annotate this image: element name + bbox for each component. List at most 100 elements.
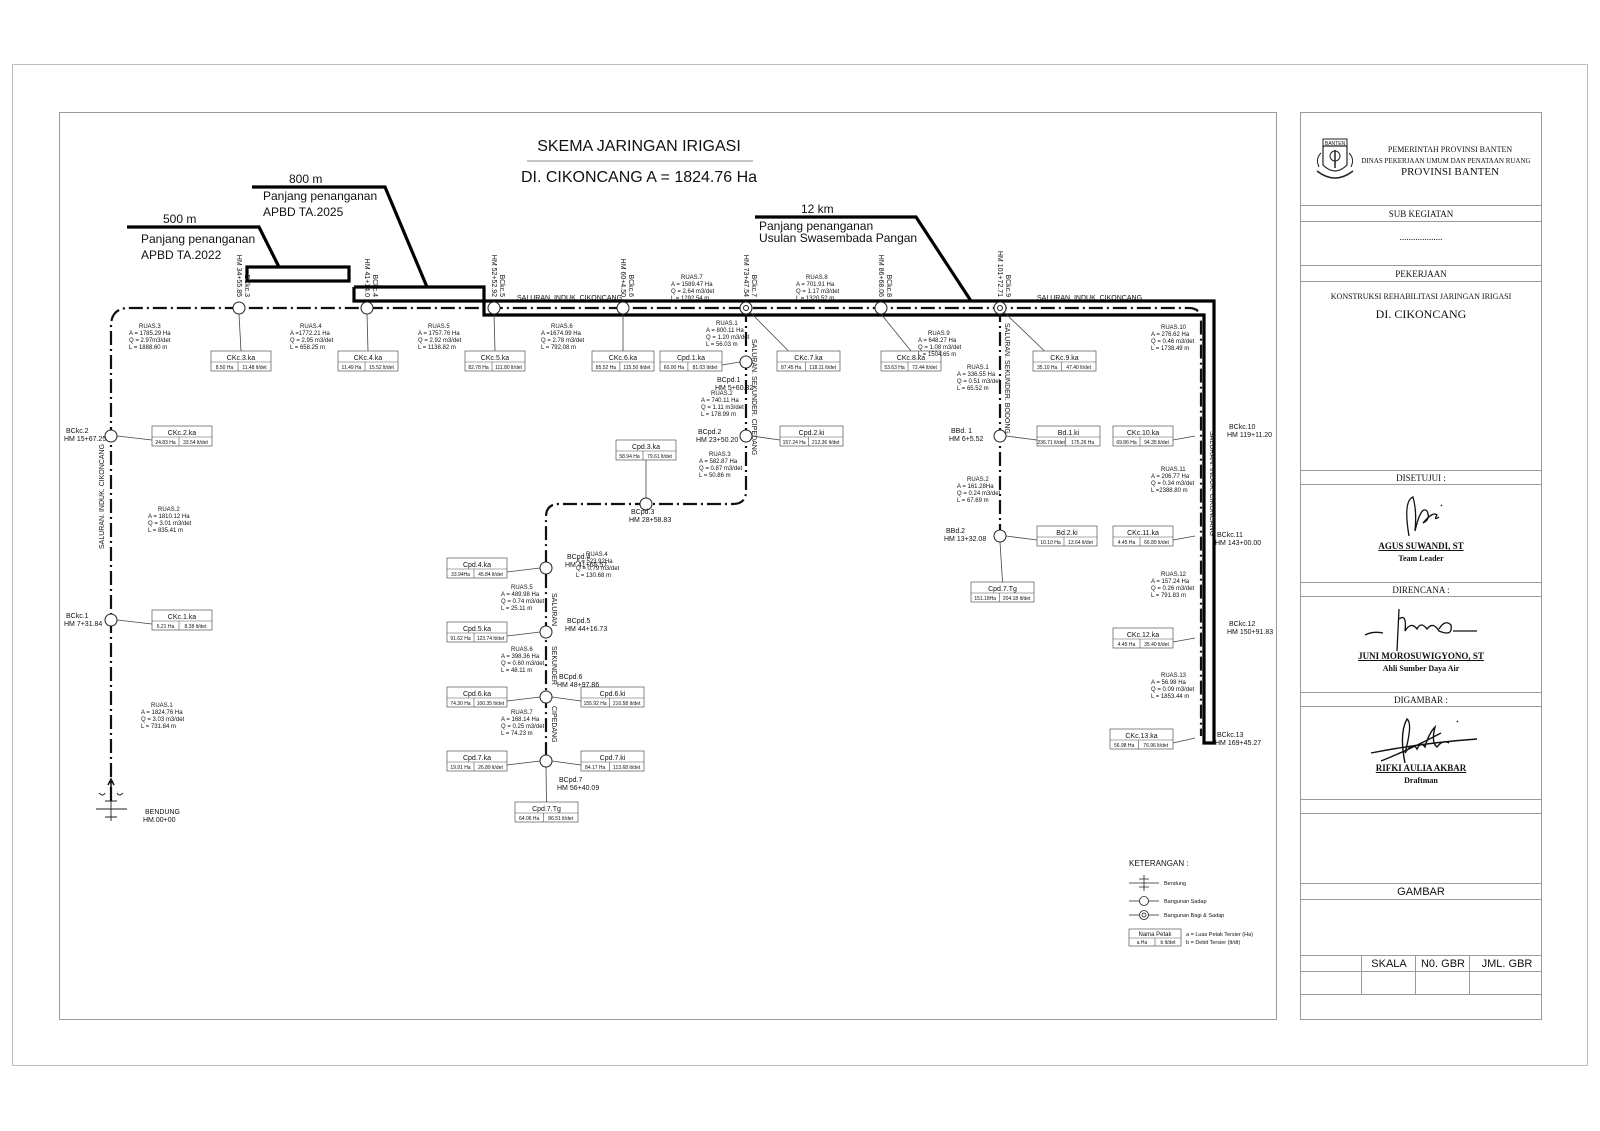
- petak-discharge: 81.03 lt/det: [693, 365, 718, 371]
- connector-line: [1005, 535, 1038, 541]
- callout-length: 12 km: [801, 202, 834, 216]
- petak-discharge: 115.50 lt/det: [623, 365, 651, 371]
- callout-line1: Panjang penanganan: [141, 232, 255, 246]
- ruas-discharge: Q = 0.60 m3/det: [501, 661, 545, 667]
- structure-hm: HM 169+45.27: [1215, 740, 1261, 747]
- ruas-area: A = 582.87 Ha: [699, 459, 738, 465]
- petak-discharge: 86.51 lt/det: [548, 816, 573, 822]
- pekerjaan-section: KONSTRUKSI REHABILITASI JARINGAN IRIGASI…: [1301, 281, 1541, 452]
- callout-line1: Panjang penanganan: [759, 219, 873, 233]
- ruas-name: RUAS.8: [806, 275, 828, 281]
- diagram-title: SKEMA JARINGAN IRIGASI: [537, 138, 741, 155]
- structure-hm: HM 119+11.20: [1227, 432, 1272, 439]
- petak-area: 155.92 Ha: [584, 701, 607, 707]
- sadap-node: [539, 754, 553, 768]
- ruas-length: L = 792.08 m: [541, 345, 576, 351]
- bagi-sadap-node: [739, 301, 753, 315]
- svg-text:BANTEN: BANTEN: [1325, 141, 1346, 147]
- connector-line: [506, 567, 541, 573]
- ruas-discharge: Q = 0.26 m3/det: [1151, 586, 1195, 592]
- petak-area: 8.50 Ha: [216, 365, 234, 371]
- signature-digambar-icon: [1370, 717, 1478, 763]
- structure-hm: HM 56+40.09: [557, 785, 599, 792]
- petak-area: 53.63 Ha: [884, 365, 905, 371]
- connector-line: [751, 435, 781, 441]
- legend-petak-b: b lt/det: [1160, 940, 1176, 946]
- gambar-section: [1301, 899, 1541, 956]
- petak-box-frame: [337, 350, 399, 372]
- petak-name: CKc.10.ka: [1127, 430, 1159, 437]
- structure-hm: HM 41+14.0: [363, 259, 370, 297]
- petak-name: CKc.8.ka: [897, 355, 926, 362]
- legend-bendung-icon: [1129, 875, 1159, 891]
- connector-line: [238, 313, 242, 352]
- ruas-name: RUAS.3: [139, 324, 161, 330]
- structure-hm: HM 7+31.84: [64, 621, 102, 628]
- petak-discharge: 212.36 lt/det: [812, 440, 840, 446]
- ruas-area: A = 1824.76 Ha: [141, 710, 183, 716]
- structure-hm: HM 48+97.86: [557, 682, 599, 689]
- petak-box-frame: [880, 350, 942, 372]
- structure-hm: HM 41+65.57: [565, 562, 607, 569]
- petak-box-frame: [464, 350, 526, 372]
- disetujui-label: DISETUJUI :: [1301, 470, 1541, 485]
- structure-name: BCpd.6: [559, 674, 582, 681]
- drawing-frame: SKEMA JARINGAN IRIGASI DI. CIKONCANG A =…: [59, 112, 1277, 1020]
- ruas-area: A = 157.24 Ha: [1151, 579, 1190, 585]
- sadap-node: [487, 301, 501, 315]
- callout-line2: APBD TA.2022: [141, 248, 222, 262]
- ruas-name: RUAS.2: [158, 507, 180, 513]
- gov-line-3: PROVINSI BANTEN: [1400, 166, 1500, 178]
- petak-discharge: 100.35 lt/det: [477, 701, 505, 707]
- petak-discharge: 45.84 lt/det: [478, 572, 503, 578]
- channel-label-cipedang-lower: SALURAN: [550, 593, 557, 626]
- connector-line: [366, 313, 369, 352]
- connector-line: [551, 696, 582, 702]
- petak-area: 85.52 Ha: [596, 365, 617, 371]
- ruas-discharge: Q = 2.78 m3/det: [541, 338, 585, 344]
- legend-item-label: Bangunan Sadap: [1164, 899, 1207, 905]
- callout-12km-leader: [755, 215, 973, 302]
- petak-name: Cpd.5.ka: [463, 626, 491, 633]
- structure-name: BENDUNG: [145, 809, 180, 816]
- petak-name: Cpd.3.ka: [632, 444, 660, 451]
- ruas-length: L = 178.99 m: [701, 412, 736, 418]
- ruas-name: RUAS.6: [511, 647, 533, 653]
- petak-box-frame: [1032, 350, 1097, 372]
- connector-line: [1172, 535, 1196, 541]
- structure-hm: HM 13+32.08: [944, 536, 986, 543]
- petak-box-frame: [446, 621, 508, 643]
- sadap-node: [539, 561, 553, 575]
- connector-line: [1005, 435, 1038, 441]
- petak-name: Bd.1.ki: [1058, 430, 1080, 437]
- petak-area: 87.45 Ha: [781, 365, 802, 371]
- disetujui-name: AGUS SUWANDI, ST: [1378, 541, 1464, 551]
- direncana-label: DIRENCANA :: [1301, 582, 1541, 597]
- structure-hm: HM 60+4.50: [619, 259, 626, 297]
- petak-box-frame: [776, 350, 841, 372]
- petak-name: CKc.1.ka: [168, 614, 197, 621]
- petak-area: 151.18Ha: [974, 596, 996, 602]
- petak-area: 4.45 Ha: [1118, 540, 1136, 546]
- ruas-length: L = 67.69 m: [957, 498, 989, 504]
- structure-name: BCpd.3: [631, 509, 654, 516]
- petak-area: 60.00 Ha: [664, 365, 685, 371]
- ruas-length: L =2388.80 m: [1151, 488, 1188, 494]
- petak-box-frame: [446, 750, 508, 772]
- sadap-node: [232, 301, 246, 315]
- sadap-node: [993, 529, 1007, 543]
- petak-area: 74.30 Ha: [450, 701, 471, 707]
- sadap-node: [993, 429, 1007, 443]
- ruas-discharge: Q = 0.09 m3/det: [1151, 687, 1195, 693]
- structure-hm: HM 5+60.32: [715, 385, 753, 392]
- petak-box-frame: [1036, 525, 1098, 547]
